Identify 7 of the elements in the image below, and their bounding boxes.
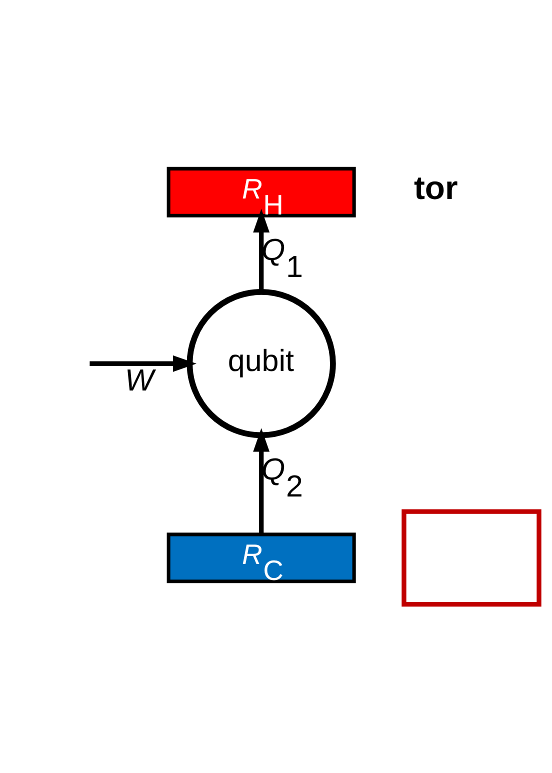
- arrow: [253, 428, 270, 534]
- edge-label: W: [124, 363, 154, 398]
- label: tor: [414, 169, 458, 206]
- arrow: [253, 208, 270, 292]
- node-circle: qubit: [186, 289, 336, 438]
- arrow: [90, 355, 197, 372]
- node-box: [402, 509, 542, 607]
